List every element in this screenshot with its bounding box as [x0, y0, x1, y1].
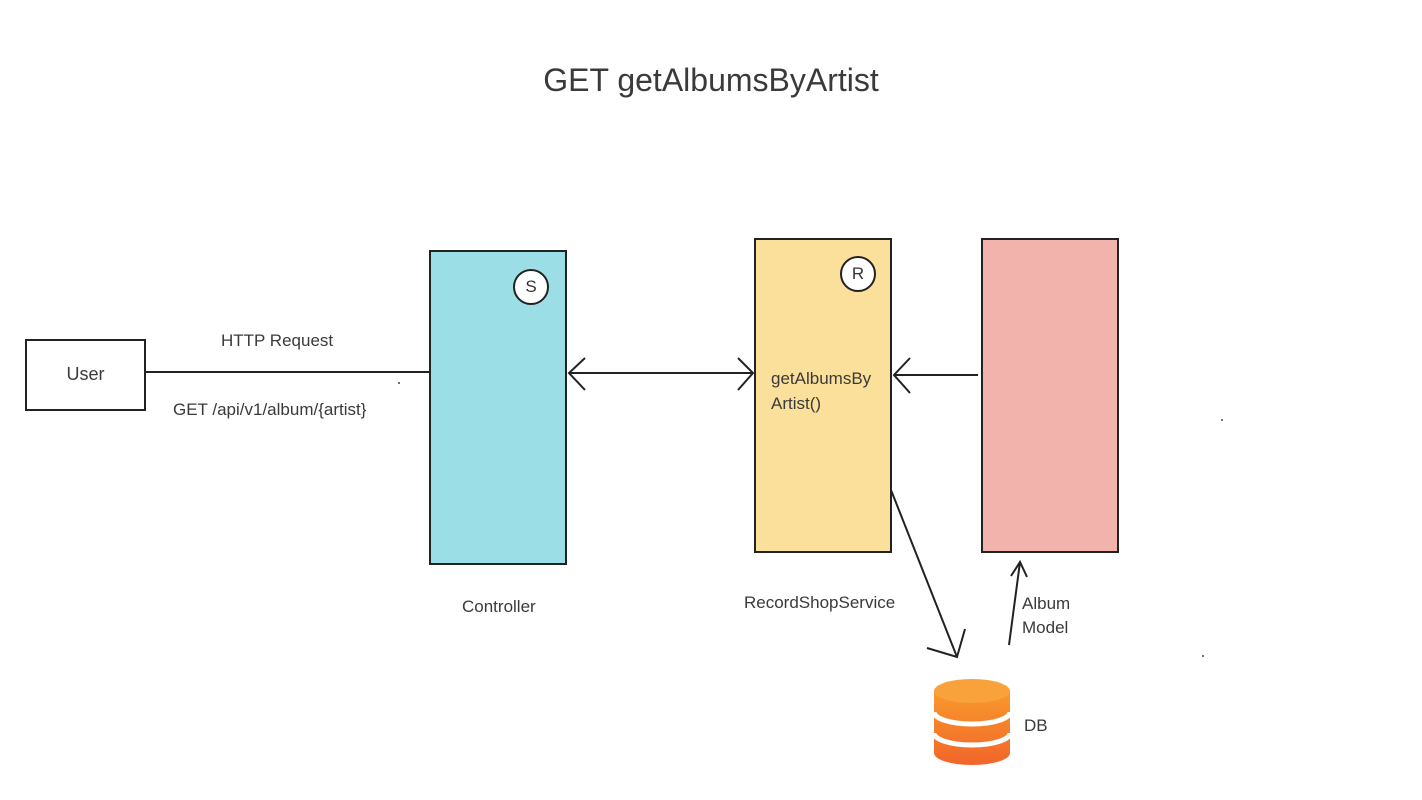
model-box[interactable]	[981, 238, 1119, 553]
diagram-title: GET getAlbumsByArtist	[543, 62, 879, 98]
user-label: User	[66, 364, 105, 384]
service-box[interactable]	[754, 238, 892, 553]
service-method-line1: getAlbumsBy	[771, 369, 872, 388]
stray-dot	[1221, 419, 1223, 421]
controller-label: Controller	[462, 597, 536, 616]
service-label: RecordShopService	[744, 593, 896, 612]
controller-service-arrow	[567, 357, 755, 391]
db-model-arrow	[1008, 559, 1028, 646]
controller-badge: S	[513, 269, 549, 305]
controller-box[interactable]	[429, 250, 567, 565]
stray-dot	[1202, 655, 1204, 657]
service-method-line2: Artist()	[771, 394, 822, 413]
http-request-label: HTTP Request	[221, 331, 334, 350]
database-icon	[931, 679, 1013, 765]
db-label: DB	[1024, 716, 1048, 735]
service-badge: R	[840, 256, 876, 292]
model-service-arrow	[892, 357, 978, 394]
model-label-line2: Model	[1022, 618, 1069, 637]
endpoint-label: GET /api/v1/album/{artist}	[173, 400, 367, 419]
user-box[interactable]	[25, 339, 146, 411]
service-db-arrow	[890, 489, 966, 659]
model-label-line1: Album	[1022, 594, 1071, 613]
stray-dot	[398, 382, 400, 384]
